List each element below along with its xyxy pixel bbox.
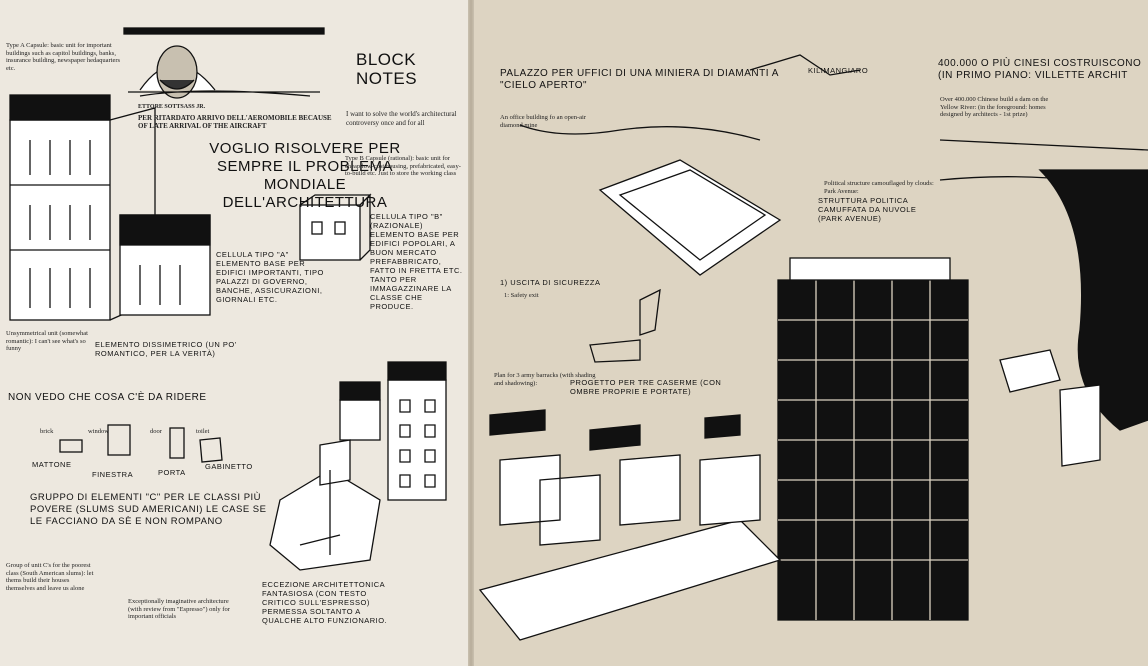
label-window: window (88, 428, 109, 435)
diamond-mine-building (598, 159, 782, 276)
intro-caption: I want to solve the world's architectura… (346, 110, 457, 127)
main-handwritten-title: VOGLIO RISOLVERE PER SEMPRE IL PROBLEMA … (209, 140, 401, 211)
label-brick: brick (40, 428, 54, 435)
group-c-caption: Group of unit C's for the poorest class … (6, 562, 94, 592)
unit-icons (59, 424, 223, 463)
block-notes-title: BLOCK NOTES (356, 50, 418, 88)
mine-note: PALAZZO PER UFFICI DI UNA MINIERA DI DIA… (500, 68, 779, 91)
portrait-name: ETTORE SOTTSASS JR. (138, 104, 206, 110)
label-finestra: FINESTRA (92, 470, 134, 479)
political-note: STRUTTURA POLITICA CAMUFFATA DA NUVOLE (… (818, 196, 917, 223)
dam-note: 400.000 O PIÙ CINESI COSTRUISCONO (IN PR… (938, 58, 1142, 81)
barracks (478, 409, 782, 641)
type-a-caption: Type A Capsule: basic unit for important… (6, 42, 121, 72)
dam-hillside (939, 139, 1148, 467)
dam-caption: Over 400.000 Chinese build a dam on the … (940, 96, 1049, 118)
exception-note: ECCEZIONE ARCHITETTONICA FANTASIOSA (CON… (262, 580, 388, 625)
type-b-cell (299, 193, 372, 261)
exception-caption: Exceptionally imaginative architecture (… (128, 598, 230, 620)
barracks-note: PROGETTO PER TRE CASERME (CON OMBRE PROP… (570, 378, 722, 396)
cellula-b-note: CELLULA TIPO "B" (RAZIONALE) ELEMENTO BA… (370, 212, 463, 311)
label-porta: PORTA (158, 468, 186, 477)
label-mattone: MATTONE (32, 460, 72, 469)
safety-exit (589, 288, 661, 363)
asym-note: ELEMENTO DISSIMETRICO (UN PO' ROMANTICO,… (95, 340, 237, 358)
type-b-tower (339, 361, 447, 501)
exception-building (269, 439, 381, 571)
political-caption: Political structure camouflaged by cloud… (824, 180, 934, 195)
group-c-note: GRUPPO DI ELEMENTI "C" PER LE CLASSI PIÙ… (30, 492, 267, 527)
label-door: door (150, 428, 162, 435)
exit-caption: 1: Safety exit (504, 292, 539, 299)
type-a-building (9, 94, 211, 321)
portrait-illustration (123, 27, 325, 99)
funny-note: NON VEDO CHE COSA C'È DA RIDERE (8, 392, 207, 403)
portrait-subtitle: PER RITARDATO ARRIVO DELL'AEROMOBILE BEC… (138, 114, 332, 130)
political-tower (777, 257, 969, 621)
type-b-caption: Type B Capsule (rational): basic unit fo… (345, 155, 461, 177)
label-gabinetto: GABINETTO (205, 462, 253, 471)
label-toilet: toilet (196, 428, 210, 435)
book-gutter (468, 0, 474, 666)
kilimanjaro-label: KILIMANGIARO (808, 66, 869, 75)
mine-caption: An office building fo an open-air diamon… (500, 114, 586, 129)
mountain (519, 54, 861, 141)
asym-caption: Unsymmetrical unit (somewhat romantic): … (6, 330, 88, 352)
exit-note: 1) USCITA DI SICUREZZA (500, 278, 601, 287)
barracks-caption: Plan for 3 army barracks (with shading a… (494, 372, 596, 387)
cellula-a-note: CELLULA TIPO "A" ELEMENTO BASE PER EDIFI… (216, 250, 324, 304)
